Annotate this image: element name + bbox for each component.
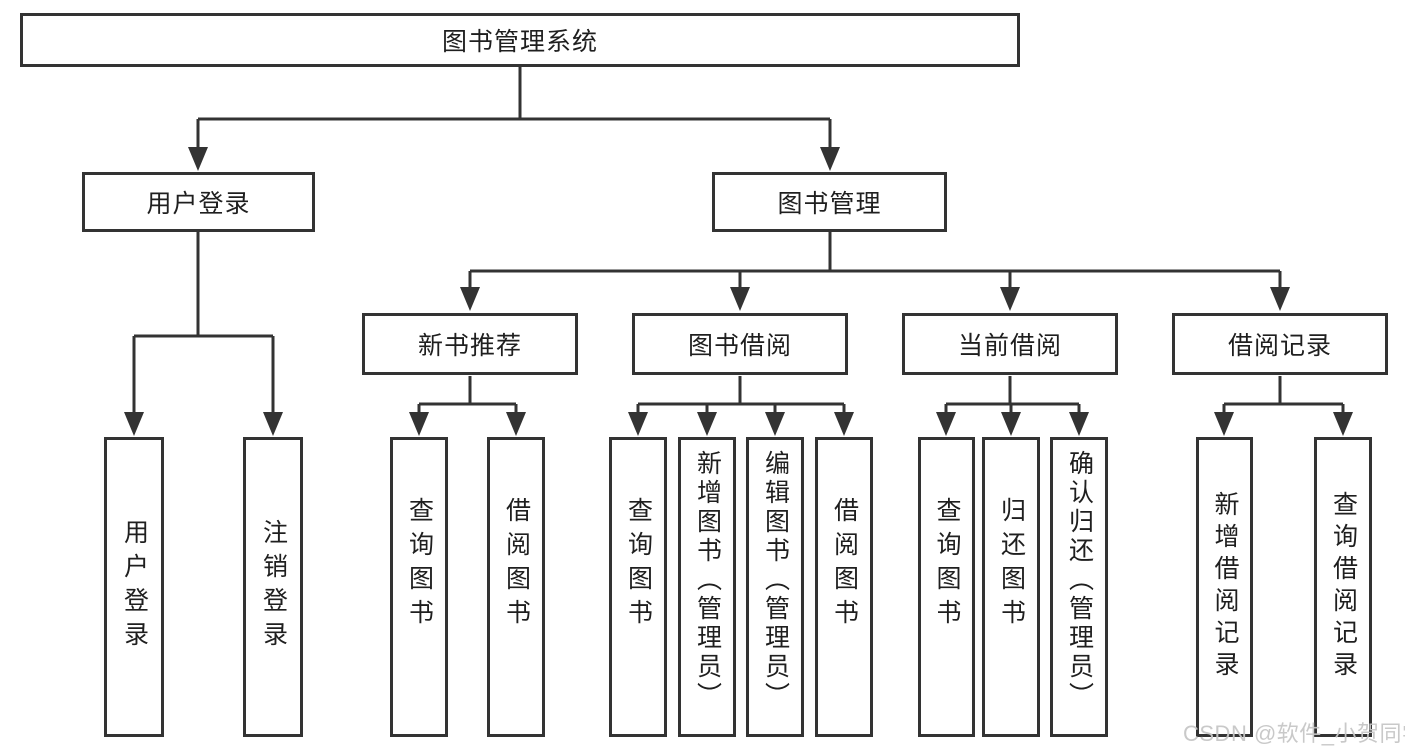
leaf-borrow-book-1: 借阅图书 bbox=[487, 437, 545, 737]
arrowhead-icon bbox=[1069, 412, 1089, 436]
leaf-query-book-2-label: 查询图书 bbox=[624, 497, 653, 633]
node-new-book-recommend: 新书推荐 bbox=[362, 313, 578, 375]
arrowhead-icon bbox=[506, 412, 526, 436]
watermark: CSDN @软件_小贺同学 bbox=[1183, 721, 1405, 746]
leaf-query-book-3: 查询图书 bbox=[918, 437, 975, 737]
connector-new-book-to-leaves bbox=[417, 376, 518, 414]
leaf-add-borrow-record-label: 新增借阅记录 bbox=[1211, 491, 1239, 683]
connector-book-mgmt-to-level3 bbox=[468, 232, 1282, 290]
arrowhead-icon bbox=[409, 412, 429, 436]
leaf-user-login: 用户登录 bbox=[104, 437, 164, 737]
leaf-logout-label: 注销登录 bbox=[259, 519, 288, 655]
leaf-return-book-label: 归还图书 bbox=[997, 497, 1026, 633]
node-root-label: 图书管理系统 bbox=[441, 28, 598, 56]
arrowhead-icon bbox=[1000, 287, 1020, 311]
connector-book-borrow-to-leaves bbox=[636, 376, 846, 414]
leaf-add-borrow-record: 新增借阅记录 bbox=[1196, 437, 1253, 737]
leaf-query-book-3-label: 查询图书 bbox=[933, 497, 961, 633]
node-book-management: 图书管理 bbox=[712, 172, 947, 232]
node-borrow-record: 借阅记录 bbox=[1172, 313, 1388, 375]
arrowhead-icon bbox=[124, 412, 144, 436]
arrowhead-icon bbox=[1270, 287, 1290, 311]
leaf-borrow-book-2: 借阅图书 bbox=[815, 437, 873, 737]
leaf-query-book-1-label: 查询图书 bbox=[405, 497, 434, 633]
leaf-query-book-2: 查询图书 bbox=[609, 437, 667, 737]
connector-borrow-record-to-leaves bbox=[1222, 376, 1345, 414]
arrowhead-icon bbox=[820, 147, 840, 171]
leaf-confirm-return-admin-label: 确认归还（管理员） bbox=[1065, 449, 1094, 711]
leaf-add-book-admin-label: 新增图书（管理员） bbox=[693, 449, 722, 711]
node-root-system: 图书管理系统 bbox=[20, 13, 1020, 67]
node-current-borrow-label: 当前借阅 bbox=[957, 332, 1062, 360]
node-borrow-record-label: 借阅记录 bbox=[1227, 332, 1332, 360]
node-book-borrow: 图书借阅 bbox=[632, 313, 848, 375]
node-user-login-label: 用户登录 bbox=[146, 190, 251, 218]
leaf-edit-book-admin-label: 编辑图书（管理员） bbox=[761, 449, 790, 711]
leaf-edit-book-admin: 编辑图书（管理员） bbox=[746, 437, 804, 737]
leaf-query-borrow-record-label: 查询借阅记录 bbox=[1329, 491, 1358, 683]
leaf-logout: 注销登录 bbox=[243, 437, 303, 737]
arrowhead-icon bbox=[628, 412, 648, 436]
arrowhead-icon bbox=[834, 412, 854, 436]
arrowhead-icon bbox=[1333, 412, 1353, 436]
node-current-borrow: 当前借阅 bbox=[902, 313, 1118, 375]
arrowhead-icon bbox=[460, 287, 480, 311]
node-book-borrow-label: 图书借阅 bbox=[687, 332, 792, 360]
leaf-borrow-book-1-label: 借阅图书 bbox=[502, 497, 531, 633]
arrowhead-icon bbox=[263, 412, 283, 436]
arrowheads bbox=[124, 147, 1353, 436]
node-user-login: 用户登录 bbox=[82, 172, 315, 232]
arrowhead-icon bbox=[188, 147, 208, 171]
arrowhead-icon bbox=[1001, 412, 1021, 436]
leaf-add-book-admin: 新增图书（管理员） bbox=[678, 437, 736, 737]
connector-current-borrow-to-leaves bbox=[944, 376, 1081, 414]
connector-root-to-level2 bbox=[196, 66, 832, 150]
arrowhead-icon bbox=[1214, 412, 1234, 436]
leaf-query-borrow-record: 查询借阅记录 bbox=[1314, 437, 1372, 737]
leaf-query-book-1: 查询图书 bbox=[390, 437, 448, 737]
arrowhead-icon bbox=[936, 412, 956, 436]
arrowhead-icon bbox=[730, 287, 750, 311]
arrowhead-icon bbox=[765, 412, 785, 436]
leaf-return-book: 归还图书 bbox=[982, 437, 1040, 737]
leaf-borrow-book-2-label: 借阅图书 bbox=[830, 497, 859, 633]
node-new-book-recommend-label: 新书推荐 bbox=[417, 332, 522, 360]
node-book-management-label: 图书管理 bbox=[777, 190, 882, 218]
connector-user-login-to-leaves bbox=[132, 232, 275, 414]
leaf-confirm-return-admin: 确认归还（管理员） bbox=[1050, 437, 1108, 737]
leaf-user-login-label: 用户登录 bbox=[120, 519, 149, 655]
arrowhead-icon bbox=[697, 412, 717, 436]
